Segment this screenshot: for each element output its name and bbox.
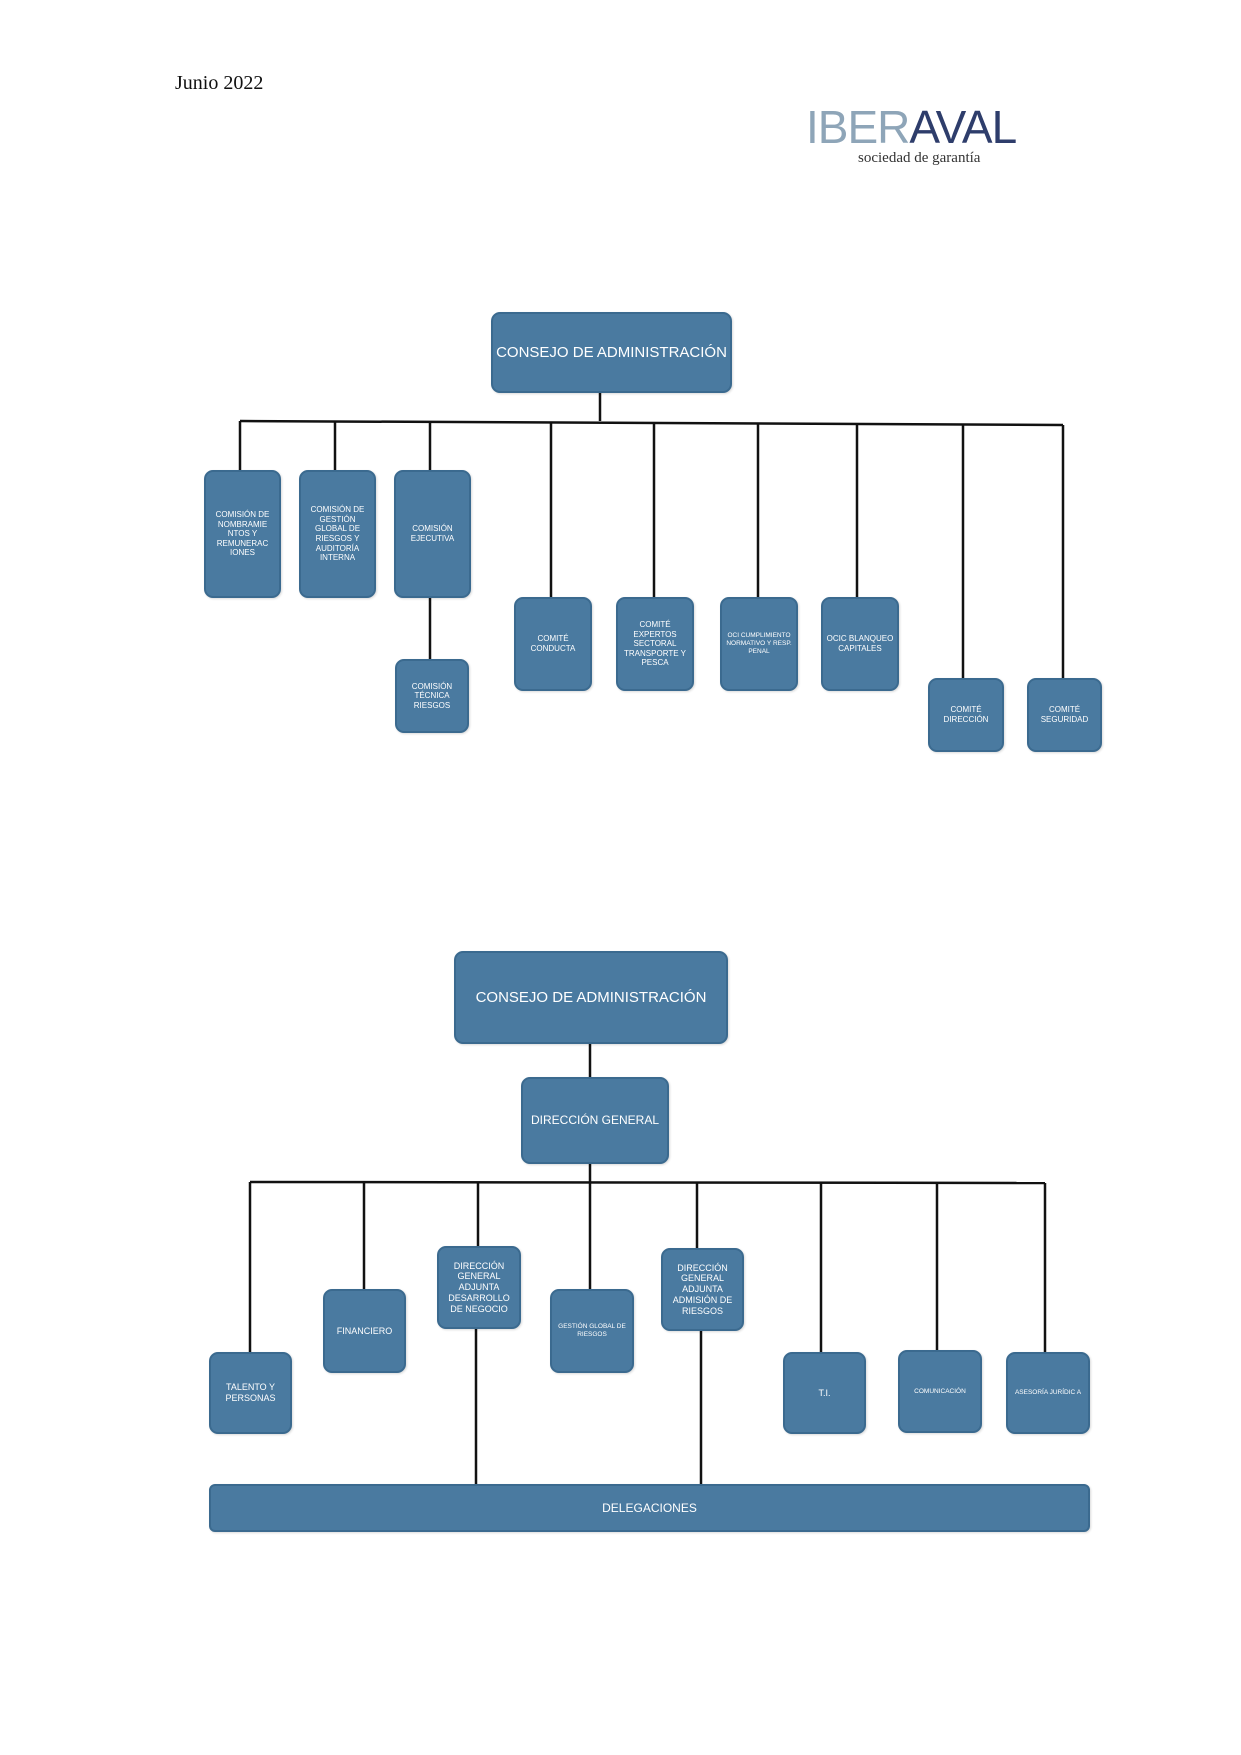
c2-talento-label: TALENTO Y PERSONAS xyxy=(225,1382,276,1403)
logo-word-part2: AVAL xyxy=(909,101,1017,153)
c1-oci-label: OCI CUMPLIMIENTO NORMATIVO Y RESP. PENAL xyxy=(726,632,792,655)
c1-consejo-label: CONSEJO DE ADMINISTRACIÓN xyxy=(496,343,727,361)
c1-ocic-blanqueo: OCIC BLANQUEO CAPITALES xyxy=(821,597,899,691)
c2-consejo-label: CONSEJO DE ADMINISTRACIÓN xyxy=(475,988,707,1006)
logo-tagline: sociedad de garantía xyxy=(858,150,981,166)
c1-gestion-riesgos-label: COMISIÓN DE GESTIÓN GLOBAL DE RIESGOS Y … xyxy=(310,505,365,563)
c2-financiero: FINANCIERO xyxy=(323,1289,406,1373)
iberaval-logo: IBERAVAL sociedad de garantía xyxy=(806,104,1046,167)
c2-consejo-administracion: CONSEJO DE ADMINISTRACIÓN xyxy=(454,951,728,1044)
c2-bus xyxy=(249,1180,1046,1185)
c1-comision-gestion-riesgos: COMISIÓN DE GESTIÓN GLOBAL DE RIESGOS Y … xyxy=(299,470,376,598)
c1-comite-expertos: COMITÉ EXPERTOS SECTORAL TRANSPORTE Y PE… xyxy=(616,597,694,691)
c1-consejo-administracion: CONSEJO DE ADMINISTRACIÓN xyxy=(491,312,732,393)
document-date: Junio 2022 xyxy=(175,72,264,94)
c2-asesoria-juridica: ASESORÍA JURÍDIC A xyxy=(1006,1352,1090,1434)
c2-desarrollo-label: DIRECCIÓN GENERAL ADJUNTA DESARROLLO DE … xyxy=(448,1260,510,1314)
c1-tecnica-riesgos-label: COMISIÓN TÉCNICA RIESGOS xyxy=(411,681,453,710)
c1-bus xyxy=(239,419,1064,427)
c2-comunicacion-label: COMUNICACIÓN xyxy=(914,1387,966,1395)
c1-oci-cumplimiento: OCI CUMPLIMIENTO NORMATIVO Y RESP. PENAL xyxy=(720,597,798,691)
c1-comision-nombramientos: COMISIÓN DE NOMBRAMIE NTOS Y REMUNERAC I… xyxy=(204,470,281,598)
c2-direccion-general-label: DIRECCIÓN GENERAL xyxy=(530,1113,660,1128)
c1-nombramientos-label: COMISIÓN DE NOMBRAMIE NTOS Y REMUNERAC I… xyxy=(215,510,270,558)
c1-direccion-label: COMITÉ DIRECCIÓN xyxy=(943,705,989,724)
c1-seguridad-label: COMITÉ SEGURIDAD xyxy=(1040,705,1089,724)
logo-wordmark: IBERAVAL xyxy=(806,104,1046,150)
c2-gestion-riesgos-label: GESTIÓN GLOBAL DE RIESGOS xyxy=(558,1323,626,1338)
c1-ocic-label: OCIC BLANQUEO CAPITALES xyxy=(826,634,894,653)
c2-admision-label: DIRECCIÓN GENERAL ADJUNTA ADMISIÓN DE RI… xyxy=(672,1262,733,1316)
c1-comite-seguridad: COMITÉ SEGURIDAD xyxy=(1027,678,1102,752)
c2-gestion-global-riesgos: GESTIÓN GLOBAL DE RIESGOS xyxy=(550,1289,634,1373)
c2-talento-personas: TALENTO Y PERSONAS xyxy=(209,1352,292,1434)
c2-delegaciones: DELEGACIONES xyxy=(209,1484,1090,1532)
c1-comision-tecnica-riesgos: COMISIÓN TÉCNICA RIESGOS xyxy=(395,659,469,733)
c1-comision-ejecutiva: COMISIÓN EJECUTIVA xyxy=(394,470,471,598)
c2-delegaciones-label: DELEGACIONES xyxy=(602,1500,697,1515)
c2-dga-admision-riesgos: DIRECCIÓN GENERAL ADJUNTA ADMISIÓN DE RI… xyxy=(661,1248,744,1331)
c1-comite-conducta: COMITÉ CONDUCTA xyxy=(514,597,592,691)
c2-ti-label: T.I. xyxy=(818,1387,831,1398)
c2-dga-desarrollo-negocio: DIRECCIÓN GENERAL ADJUNTA DESARROLLO DE … xyxy=(437,1246,521,1329)
c1-expertos-label: COMITÉ EXPERTOS SECTORAL TRANSPORTE Y PE… xyxy=(624,620,686,668)
c2-ti: T.I. xyxy=(783,1352,866,1434)
c1-ejecutiva-label: COMISIÓN EJECUTIVA xyxy=(410,524,455,543)
c1-conducta-label: COMITÉ CONDUCTA xyxy=(530,634,576,653)
c2-financiero-label: FINANCIERO xyxy=(336,1325,393,1336)
c2-comunicacion: COMUNICACIÓN xyxy=(898,1350,982,1433)
logo-word-part1: IBER xyxy=(806,101,910,153)
c1-comite-direccion: COMITÉ DIRECCIÓN xyxy=(928,678,1004,752)
c2-asesoria-label: ASESORÍA JURÍDIC A xyxy=(1014,1389,1082,1397)
c2-direccion-general: DIRECCIÓN GENERAL xyxy=(521,1077,669,1164)
